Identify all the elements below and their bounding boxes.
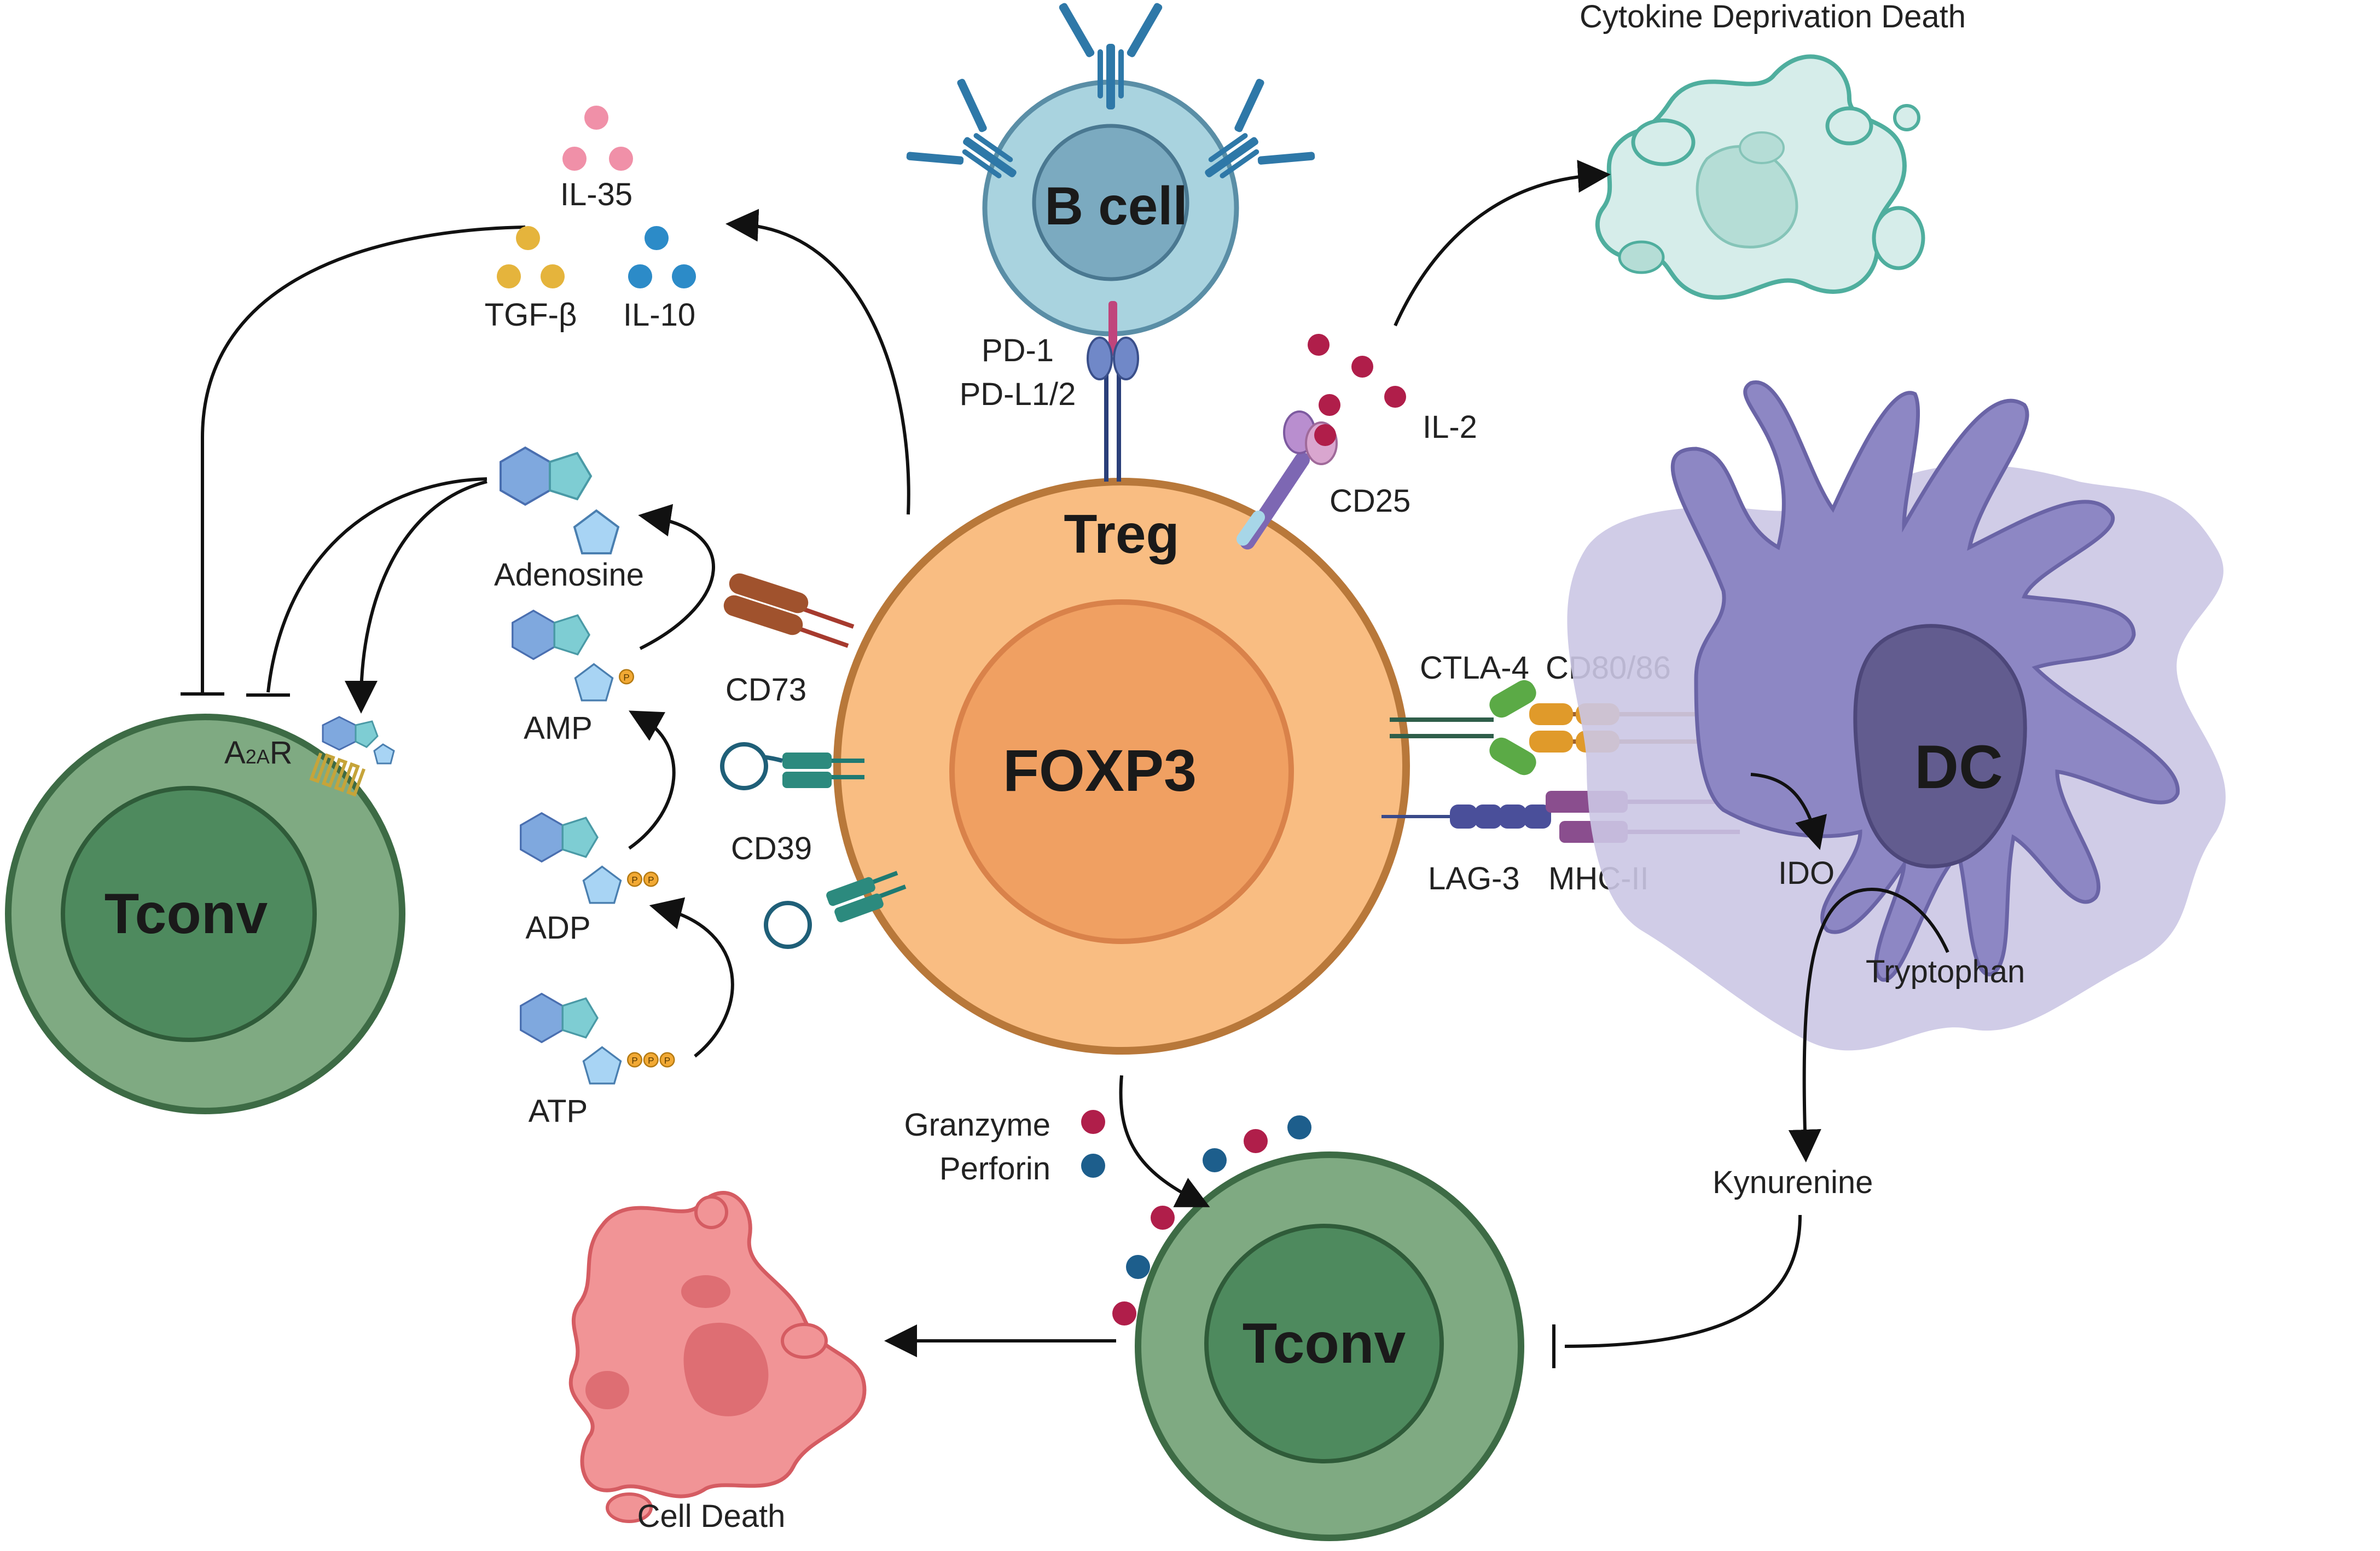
lag3-label: LAG-3 bbox=[1428, 861, 1520, 896]
ctla4-label: CTLA-4 bbox=[1420, 650, 1529, 686]
tgfb-label: TGF-β bbox=[485, 297, 577, 333]
cytokine-deprivation-death-cell bbox=[1595, 54, 1925, 300]
a2ar-label-sub: 2A bbox=[246, 745, 270, 768]
purine-molecule-icon bbox=[500, 447, 619, 554]
b-cell bbox=[903, 2, 1319, 337]
ctla4-receptor-icon bbox=[1390, 680, 1536, 775]
cd39-enzyme-icon bbox=[764, 871, 907, 949]
pd1-receptor-icon bbox=[1087, 301, 1139, 482]
arrow-to-cytokine-death bbox=[1394, 160, 1611, 327]
il10-molecules bbox=[628, 226, 696, 288]
atp-label: ATP bbox=[529, 1093, 588, 1129]
foxp3-label: FOXP3 bbox=[1003, 737, 1197, 803]
cd39-label: CD39 bbox=[731, 831, 812, 866]
phosphate-label: P bbox=[631, 1055, 637, 1066]
purine-molecule-icon: P P P bbox=[520, 993, 675, 1085]
cytokine-death-label: Cytokine Deprivation Death bbox=[1580, 0, 1966, 34]
adp-label: ADP bbox=[525, 910, 590, 946]
tryptophan-label: Tryptophan bbox=[1866, 954, 2025, 989]
phosphate-label: P bbox=[648, 875, 654, 885]
arrow-to-ido bbox=[1750, 773, 1827, 850]
arrow-amp-to-adenosine bbox=[638, 504, 715, 650]
a2ar-label-a: A bbox=[224, 735, 246, 771]
b-cell-label: B cell bbox=[1044, 176, 1187, 236]
granzyme-label: Granzyme bbox=[904, 1107, 1050, 1143]
phosphate-label: P bbox=[664, 1055, 670, 1066]
tconv-left-cell bbox=[5, 714, 405, 1114]
pd1-label: PD-1 bbox=[982, 333, 1054, 368]
dendritic-cell bbox=[1567, 380, 2226, 1051]
il2-molecules bbox=[1308, 334, 1406, 446]
cell-death-cell bbox=[568, 1191, 867, 1523]
arrow-tryptophan-to-kynurenine bbox=[1788, 888, 1949, 1162]
cell-death-label: Cell Death bbox=[637, 1498, 786, 1534]
perforin-label: Perforin bbox=[939, 1151, 1050, 1187]
tconv-bottom-cell bbox=[1135, 1151, 1524, 1541]
purine-molecule-icon: P P bbox=[520, 812, 659, 904]
amp-label: AMP bbox=[524, 710, 593, 746]
treg-label: Treg bbox=[1064, 504, 1179, 565]
cd73-label: CD73 bbox=[725, 672, 806, 708]
lag3-receptor-icon bbox=[1381, 805, 1551, 829]
arrow-adenosine-to-a2ar bbox=[345, 480, 487, 714]
granzyme-perforin-molecules bbox=[1081, 1110, 1311, 1326]
dc-label: DC bbox=[1914, 733, 2003, 801]
arrow-atp-to-adp bbox=[649, 897, 734, 1058]
a2ar-label-r: R bbox=[270, 735, 293, 771]
a2ar-receptor-icon bbox=[309, 716, 395, 797]
cd39-enzyme-icon bbox=[720, 742, 864, 790]
il35-molecules bbox=[562, 106, 633, 171]
il2-label: IL-2 bbox=[1423, 409, 1477, 445]
treg-cell bbox=[833, 478, 1410, 1055]
adenosine-inhibition-line bbox=[266, 477, 487, 693]
cd25-label: CD25 bbox=[1330, 483, 1410, 519]
ido-label: IDO bbox=[1778, 855, 1835, 891]
tconv-left-label: Tconv bbox=[105, 882, 268, 946]
arrow-treg-to-cytokines bbox=[725, 209, 910, 515]
tgfb-molecules bbox=[497, 226, 565, 288]
pdl1-label: PD-L1/2 bbox=[960, 377, 1076, 412]
kynurenine-inhibits-tconv bbox=[1564, 1214, 1802, 1348]
il35-label: IL-35 bbox=[560, 177, 632, 212]
arrow-treg-to-tconv bbox=[1119, 1075, 1210, 1207]
cytokine-inhibition-line bbox=[201, 225, 526, 692]
tconv-bottom-label: Tconv bbox=[1243, 1312, 1406, 1375]
phosphate-label: P bbox=[631, 875, 637, 885]
kynurenine-label: Kynurenine bbox=[1713, 1165, 1873, 1200]
arrow-adp-to-amp bbox=[628, 710, 676, 850]
cd73-enzyme-icon bbox=[723, 573, 855, 648]
phosphate-label: P bbox=[623, 672, 629, 682]
purine-molecule-icon: P bbox=[512, 610, 635, 702]
a2ar-label: A2AR bbox=[224, 735, 293, 771]
adenosine-label: Adenosine bbox=[494, 557, 644, 593]
phosphate-label: P bbox=[648, 1055, 654, 1066]
il10-label: IL-10 bbox=[623, 297, 695, 333]
